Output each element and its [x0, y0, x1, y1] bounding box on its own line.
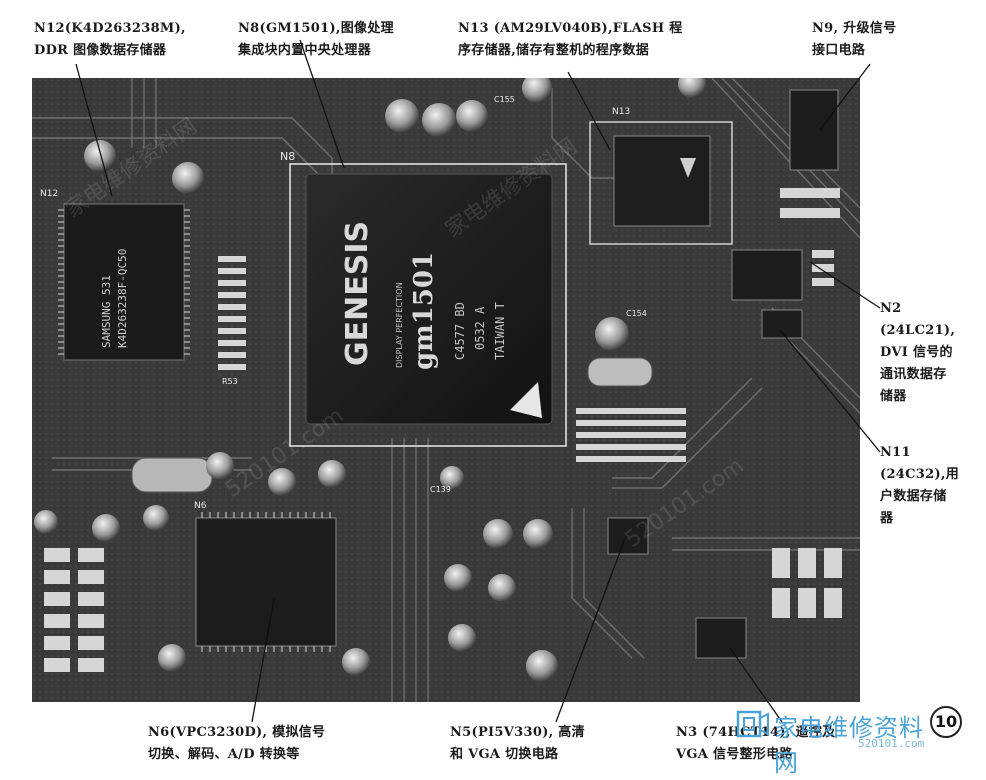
gm1501-chip: GENESIS DISPLAY PERFECTION gm1501 C4577 …: [305, 173, 553, 425]
label-n2-line3: DVI 信号的: [880, 345, 953, 360]
label-n6-line2: 切换、解码、A/D 转换等: [148, 747, 300, 762]
mark-c139: C139: [430, 485, 451, 494]
label-n2-line4: 通讯数据存: [880, 367, 947, 382]
chip-code2: 0532 A: [473, 306, 487, 350]
n3-chip: [695, 617, 747, 659]
label-n5: N5(PI5V330), 高清 和 VGA 切换电路: [450, 722, 585, 766]
label-n3-line1: N3 (74HCT14), 遥控及: [676, 725, 836, 740]
label-n5-line2: 和 VGA 切换电路: [450, 747, 559, 762]
logo-url: 520101.com: [858, 737, 925, 750]
label-n2-line1: N2: [880, 301, 902, 316]
smd-components: [44, 188, 842, 672]
chip-tagline: DISPLAY PERFECTION: [395, 282, 404, 368]
ddr-brand: SAMSUNG 531: [100, 275, 113, 348]
label-n12: N12(K4D263238M), DDR 图像数据存储器: [34, 18, 186, 62]
label-n9-line2: 接口电路: [812, 43, 866, 58]
label-n8-line2: 集成块内置中央处理器: [238, 43, 372, 58]
label-n13: N13 (AM29LV040B),FLASH 程 序存储器,储存有整机的程序数据: [458, 18, 683, 62]
page-number: 10: [930, 706, 962, 738]
label-n2-line5: 储器: [880, 389, 907, 404]
capacitors: [34, 78, 706, 682]
component-marks: C154 C155 C139 R53: [222, 95, 647, 494]
chip-code1: C4577 BD: [453, 302, 467, 360]
n9-chip: [789, 89, 839, 171]
label-n9: N9, 升级信号 接口电路: [812, 18, 896, 62]
n6-silkscreen: N6: [194, 501, 207, 511]
label-n2: N2 (24LC21), DVI 信号的 通讯数据存 储器: [880, 298, 955, 408]
ddr-chip-n12: SAMSUNG 531 K4D263238F-QC50 N12: [40, 189, 190, 361]
mark-c155: C155: [494, 95, 515, 104]
mark-r53: R53: [222, 377, 238, 386]
logo-icon: [736, 710, 769, 738]
crystal: [587, 357, 653, 387]
label-n13-line1: N13 (AM29LV040B),FLASH 程: [458, 21, 683, 36]
pcb-photo: N8 GENESIS DISPLAY PERFECTION gm1501 C45…: [32, 78, 860, 702]
chip-model: gm1501: [409, 252, 439, 370]
ddr-part: K4D263238F-QC50: [116, 249, 129, 348]
label-n8: N8(GM1501),图像处理 集成块内置中央处理器: [238, 18, 394, 62]
label-n8-line1: N8(GM1501),图像处理: [238, 21, 394, 36]
n2-chip: [731, 249, 803, 301]
label-n9-line1: N9, 升级信号: [812, 21, 897, 36]
label-n6-line1: N6(VPC3230D), 模拟信号: [148, 725, 326, 740]
label-n6: N6(VPC3230D), 模拟信号 切换、解码、A/D 转换等: [148, 722, 325, 766]
chip-origin: TAIWAN T: [493, 302, 507, 360]
label-n2-line2: (24LC21),: [880, 323, 956, 338]
label-n12-line2: DDR 图像数据存储器: [34, 43, 167, 58]
pcb-drawing: N8 GENESIS DISPLAY PERFECTION gm1501 C45…: [32, 78, 860, 702]
label-n3-line2: VGA 信号整形电路: [676, 747, 793, 762]
logo-text: 家电维修资料网: [774, 714, 924, 777]
n11-chip: [761, 309, 803, 339]
label-n11: N11 (24C32),用 户数据存储 器: [880, 442, 959, 530]
crystal-2: [131, 457, 213, 493]
label-n13-line2: 序存储器,储存有整机的程序数据: [458, 43, 650, 58]
n12-silkscreen: N12: [40, 189, 58, 199]
n8-outline: [289, 163, 567, 447]
label-n5-line1: N5(PI5V330), 高清: [450, 725, 585, 740]
label-n11-line4: 器: [880, 511, 894, 526]
label-n11-line1: N11: [880, 445, 911, 460]
n8-silkscreen: N8: [280, 150, 295, 163]
flash-chip-n13: N13: [589, 107, 733, 245]
mark-c154: C154: [626, 309, 647, 318]
label-n11-line2: (24C32),用: [880, 467, 960, 482]
label-n11-line3: 户数据存储: [880, 489, 947, 504]
label-n12-line1: N12(K4D263238M),: [34, 21, 186, 36]
vpc3230d-chip-n6: N6: [194, 501, 337, 652]
site-logo: 家电维修资料网 520101.com: [736, 704, 926, 777]
n13-silkscreen: N13: [612, 107, 630, 117]
label-n3: N3 (74HCT14), 遥控及 VGA 信号整形电路: [676, 722, 835, 766]
chip-brand: GENESIS: [340, 221, 375, 366]
